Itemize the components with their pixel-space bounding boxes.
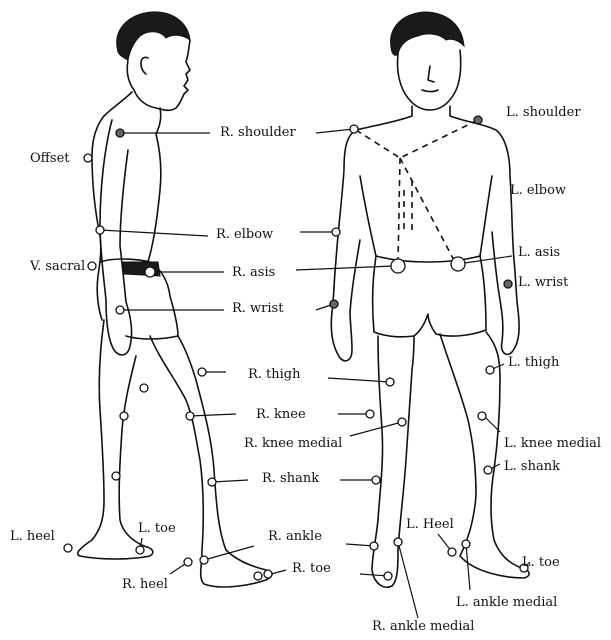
marker-r-thigh-front: [385, 377, 395, 387]
label-l-elbow: L. elbow: [510, 183, 567, 198]
marker-l-shank-front: [483, 465, 493, 475]
marker-r-thigh-side: [197, 367, 207, 377]
front-torso: [359, 175, 493, 257]
label-r-heel: R. heel: [122, 577, 168, 592]
marker-r-toe-side-1: [253, 571, 263, 581]
marker-r-elbow-side: [95, 225, 105, 235]
marker-side-back-shank: [111, 471, 121, 481]
side-neck-back: [91, 91, 133, 321]
label-l-toe: L. toe: [138, 521, 176, 536]
side-chest: [145, 107, 162, 269]
marker-r-ankle-medial-front: [393, 537, 403, 547]
marker-r-knee-side: [185, 411, 195, 421]
label-r-elbow: R. elbow: [216, 227, 274, 242]
marker-r-asis-front: [390, 258, 406, 274]
marker-r-elbow-front: [331, 227, 341, 237]
front-face: [396, 49, 462, 111]
side-shorts: [99, 258, 179, 340]
front-leg-viewer-left: [371, 335, 415, 588]
marker-r-shank-front: [371, 475, 381, 485]
label-r-toe: R. toe: [292, 561, 331, 576]
marker-l-thigh-front: [485, 365, 495, 375]
label-r-ankle-medial: R. ankle medial: [372, 619, 475, 634]
front-asis-dashes: [397, 157, 457, 265]
marker-l-knee-medial-front: [477, 411, 487, 421]
label-l-shank: L. shank: [504, 459, 560, 474]
marker-l-heel-front: [447, 547, 457, 557]
side-view-figure: [76, 11, 273, 588]
marker-side-back-knee: [119, 411, 129, 421]
label-v-sacral: V. sacral: [30, 259, 86, 274]
marker-r-wrist-front: [329, 299, 339, 309]
marker-r-shank-side: [207, 477, 217, 487]
marker-r-knee-front: [365, 409, 375, 419]
marker-l-heel-side: [63, 543, 73, 553]
marker-v-sacral: [87, 261, 97, 271]
marker-r-ankle-side: [199, 555, 209, 565]
marker-l-wrist-front: [503, 279, 513, 289]
marker-l-toe-front: [519, 563, 529, 573]
label-r-shoulder: R. shoulder: [220, 125, 296, 140]
label-offset: Offset: [30, 151, 70, 166]
label-l-heel-front: L. Heel: [406, 517, 454, 532]
label-r-knee: R. knee: [256, 407, 306, 422]
front-nose: [427, 65, 435, 83]
label-r-ankle: R. ankle: [268, 529, 322, 544]
front-inner-dashes: [403, 180, 413, 232]
marker-r-toe-front: [383, 571, 393, 581]
label-l-ankle-medial: L. ankle medial: [456, 595, 558, 610]
marker-l-toe-side: [135, 545, 145, 555]
label-l-heel: L. heel: [10, 529, 55, 544]
front-shorts: [371, 255, 487, 338]
front-shoulders: [330, 105, 520, 362]
side-arm: [99, 119, 133, 356]
markers: [63, 115, 529, 581]
side-front-leg: [149, 335, 273, 588]
marker-r-knee-medial-front: [397, 417, 407, 427]
marker-r-shoulder-side: [115, 128, 125, 138]
label-r-asis: R. asis: [232, 265, 276, 280]
marker-r-toe-side-2: [263, 569, 273, 579]
marker-side-back-thigh: [139, 383, 149, 393]
side-head: [126, 39, 191, 112]
label-l-shoulder: L. shoulder: [506, 105, 581, 120]
front-leg-viewer-right: [439, 331, 530, 579]
label-l-knee-medial: L. knee medial: [504, 436, 602, 451]
marker-r-asis-side: [144, 266, 156, 278]
marker-r-heel-side: [183, 557, 193, 567]
marker-offset: [83, 153, 93, 163]
marker-l-shoulder-front: [473, 115, 483, 125]
label-r-wrist: R. wrist: [232, 301, 284, 316]
label-l-asis: L. asis: [518, 245, 561, 260]
marker-l-asis-front: [450, 256, 466, 272]
label-l-thigh: L. thigh: [508, 355, 560, 370]
marker-r-wrist-side: [115, 305, 125, 315]
front-mouth: [421, 89, 439, 93]
side-hair: [116, 11, 191, 61]
label-r-knee-medial: R. knee medial: [244, 436, 343, 451]
front-view-figure: [330, 11, 530, 588]
marker-r-ankle-front: [369, 541, 379, 551]
label-r-thigh: R. thigh: [248, 367, 301, 382]
label-l-toe-front: L. toe: [522, 555, 560, 570]
marker-r-shoulder-front: [349, 124, 359, 134]
side-ear: [140, 56, 149, 75]
label-l-wrist: L. wrist: [518, 275, 569, 290]
marker-l-ankle-medial-front: [461, 539, 471, 549]
side-back-leg: [76, 319, 154, 560]
label-r-shank: R. shank: [262, 471, 320, 486]
front-hair: [390, 11, 465, 56]
